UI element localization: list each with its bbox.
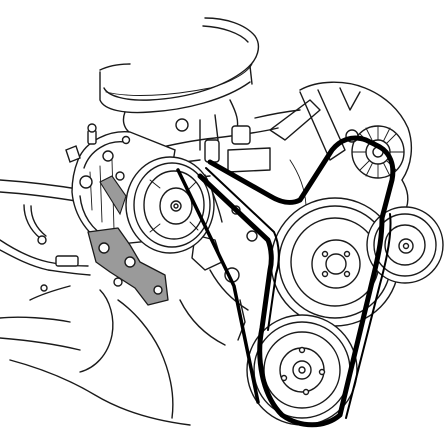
serpentine-belt-icon — [176, 135, 396, 428]
compressor-clutch-icon — [125, 156, 215, 254]
air-cleaner-icon — [99, 17, 260, 139]
alternator-fan-icon — [351, 125, 405, 179]
compressor-bracket-icon — [87, 175, 169, 306]
